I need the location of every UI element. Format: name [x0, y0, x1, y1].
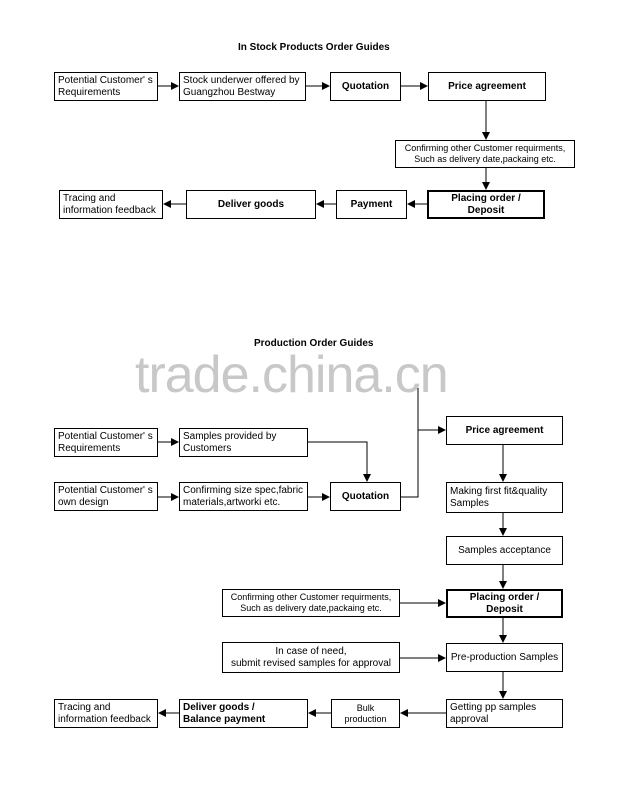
s2-bulk-production-box: Bulk production — [331, 699, 400, 728]
section1-title: In Stock Products Order Guides — [238, 42, 390, 53]
s2-placing-order-box: Placing order / Deposit — [446, 589, 563, 618]
s2-deliver-goods-box: Deliver goods / Balance payment — [179, 699, 308, 728]
s1-placing-order-box: Placing order / Deposit — [427, 190, 545, 219]
s1-payment-box: Payment — [336, 190, 407, 219]
s2-in-case-box: In case of need, submit revised samples … — [222, 642, 400, 673]
s2-arrow-samples-to-quotation — [308, 441, 371, 482]
s1-price-agreement-box: Price agreement — [428, 72, 546, 101]
s2-quotation-box: Quotation — [330, 482, 401, 511]
s2-potential-own-design-box: Potential Customer' s own design — [54, 482, 158, 511]
s2-arrow-quotation-to-price — [401, 426, 446, 498]
s2-making-samples-box: Making first fit&quality Samples — [446, 482, 563, 513]
s2-samples-acceptance-box: Samples acceptance — [446, 536, 563, 565]
s1-potential-requirements-box: Potential Customer' s Requirements — [54, 72, 158, 101]
s2-potential-requirements-box: Potential Customer' s Requirements — [54, 428, 158, 457]
s1-stock-offered-box: Stock underwer offered by Guangzhou Best… — [179, 72, 306, 101]
watermark: trade.china.cn — [135, 346, 449, 404]
s2-price-agreement-box: Price agreement — [446, 416, 563, 445]
s1-deliver-goods-box: Deliver goods — [186, 190, 316, 219]
s1-tracing-box: Tracing and information feedback — [59, 190, 163, 219]
s1-quotation-box: Quotation — [330, 72, 401, 101]
s1-confirming-box: Confirming other Customer requirments, S… — [395, 140, 575, 168]
s2-pre-production-box: Pre-production Samples — [446, 643, 563, 672]
s2-tracing-box: Tracing and information feedback — [54, 699, 158, 728]
s2-getting-pp-box: Getting pp samples approval — [446, 699, 563, 728]
s2-confirming-size-box: Confirming size spec,fabric materials,ar… — [179, 482, 308, 511]
s2-samples-provided-box: Samples provided by Customers — [179, 428, 308, 457]
section2-title: Production Order Guides — [254, 338, 374, 349]
s2-confirming-box: Confirming other Customer requirments, S… — [222, 589, 400, 617]
